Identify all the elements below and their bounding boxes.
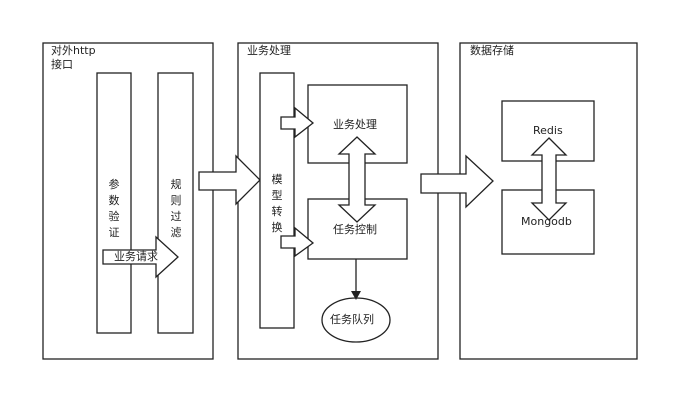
- external-panel-title-line2: 接口: [51, 58, 73, 71]
- mongodb-box: [501, 189, 595, 255]
- model-convert-label: 模型转换: [271, 173, 283, 234]
- arrow-external-to-business: [198, 154, 261, 206]
- arrow-model-to-task: [280, 226, 315, 258]
- arrow-model-to-biz: [280, 106, 315, 139]
- task-control-label: 任务控制: [333, 223, 377, 236]
- param-check-column: [96, 72, 132, 334]
- redis-label: Redis: [533, 124, 563, 137]
- biz-process-label: 业务处理: [333, 118, 377, 131]
- storage-panel-title: 数据存储: [470, 44, 514, 57]
- task-queue-label: 任务队列: [330, 313, 374, 326]
- double-arrow-redis-mongodb: [530, 137, 568, 221]
- task-queue-arrowhead: [351, 291, 361, 300]
- request-arrow-label: 业务请求: [114, 250, 158, 263]
- external-panel-title-line1: 对外http: [51, 44, 96, 57]
- arrow-business-to-storage: [420, 154, 494, 209]
- model-convert-column: [259, 72, 295, 329]
- double-arrow-biz-task: [337, 136, 377, 223]
- request-arrow: [102, 235, 179, 279]
- rule-filter-column: [157, 72, 194, 334]
- mongodb-label: Mongodb: [521, 215, 572, 228]
- rule-filter-label: 规则过滤: [170, 178, 182, 239]
- biz-process-box: [307, 84, 408, 164]
- param-check-label: 参数验证: [108, 178, 120, 239]
- business-panel-title: 业务处理: [247, 44, 291, 57]
